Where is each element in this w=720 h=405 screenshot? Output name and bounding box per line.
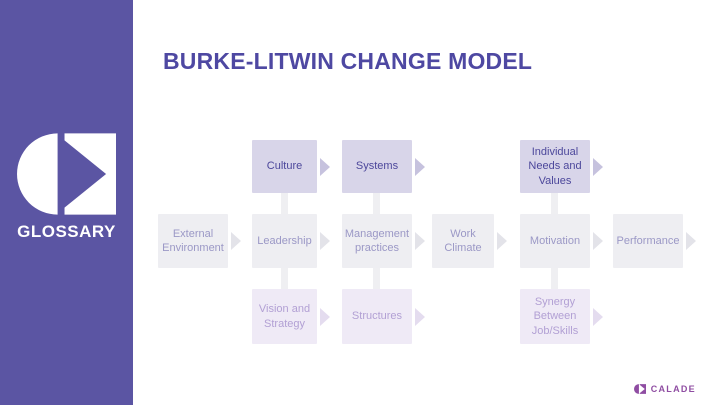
arrow-right-icon <box>320 307 330 326</box>
diagram-box-structures: Structures <box>342 289 425 344</box>
arrow-right-icon <box>320 157 330 176</box>
diagram-box-label: Vision and Strategy <box>258 303 311 330</box>
arrow-right-icon <box>415 232 425 250</box>
calade-logo-icon <box>17 133 116 215</box>
diagram-box-label: Systems <box>355 160 399 173</box>
connector-needs-motivation <box>551 193 558 214</box>
diagram-box-leadership: Leadership <box>252 214 330 268</box>
diagram-box-work-climate: Work Climate <box>432 214 507 268</box>
arrow-right-icon <box>231 232 241 250</box>
sidebar-title: GLOSSARY <box>17 222 116 241</box>
diagram-box-management-practices: Management practices <box>342 214 425 268</box>
diagram-box-label: Leadership <box>257 234 312 247</box>
diagram-box-motivation: Motivation <box>520 214 603 268</box>
calade-logo-icon <box>633 384 646 394</box>
diagram-box-label: Synergy Between Job/Skills <box>531 296 579 337</box>
arrow-right-icon <box>320 232 330 250</box>
diagram-box-label: Culture <box>266 160 303 173</box>
diagram-box-label: Performance <box>616 234 680 247</box>
arrow-right-icon <box>593 307 603 326</box>
diagram-box-label: Work Climate <box>444 227 482 254</box>
diagram-box-culture: Culture <box>252 140 330 193</box>
sidebar: GLOSSARY <box>0 0 133 405</box>
arrow-right-icon <box>497 232 507 250</box>
connector-management-structures <box>373 268 380 289</box>
connector-leadership-vision <box>281 268 288 289</box>
footer-brand-label: CALADE <box>650 384 696 394</box>
diagram-box-label: Structures <box>351 310 403 323</box>
arrow-right-icon <box>415 307 425 326</box>
footer-brand: CALADE <box>633 384 696 394</box>
diagram-box-label: External Environment <box>162 227 224 254</box>
diagram-box-label: Motivation <box>529 234 581 247</box>
diagram-box-label: Individual Needs and Values <box>528 146 582 187</box>
arrow-right-icon <box>593 232 603 250</box>
page-title: BURKE-LITWIN CHANGE MODEL <box>163 48 533 74</box>
connector-culture-leadership <box>281 193 288 214</box>
diagram-box-external-environment: External Environment <box>158 214 241 268</box>
arrow-right-icon <box>686 232 696 250</box>
diagram-box-vision-strategy: Vision and Strategy <box>252 289 330 344</box>
connector-systems-management <box>373 193 380 214</box>
diagram-box-systems: Systems <box>342 140 425 193</box>
arrow-right-icon <box>593 157 603 176</box>
diagram-box-performance: Performance <box>613 214 696 268</box>
diagram-box-synergy: Synergy Between Job/Skills <box>520 289 603 344</box>
connector-motivation-synergy <box>551 268 558 289</box>
diagram-box-individual-needs: Individual Needs and Values <box>520 140 603 193</box>
diagram-box-label: Management practices <box>344 227 410 254</box>
arrow-right-icon <box>415 157 425 176</box>
